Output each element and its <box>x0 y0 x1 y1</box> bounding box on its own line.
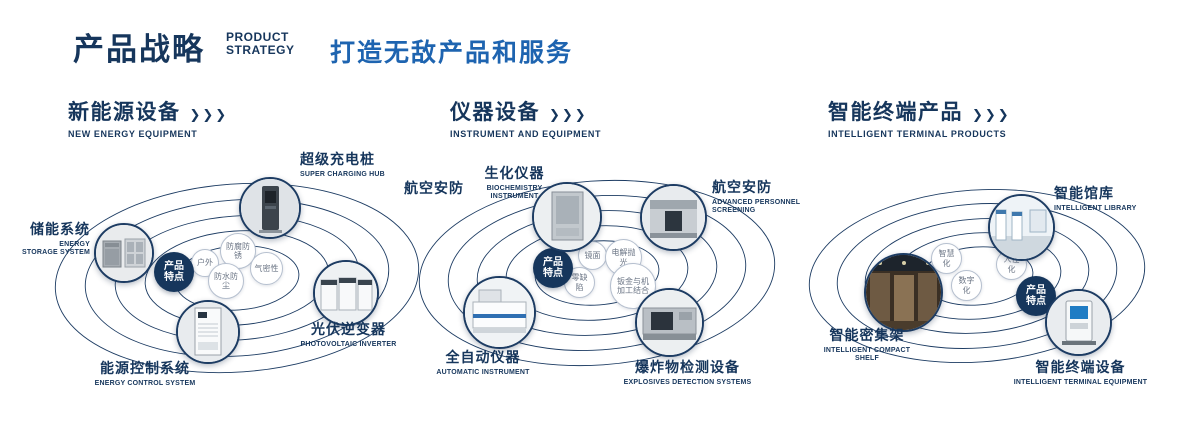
triple-arrow-icon: ❯❯❯ <box>189 107 229 122</box>
section-title: 新能源设备 <box>68 101 181 124</box>
feature-bubble: 防水防尘 <box>208 263 244 299</box>
section-title: 智能终端产品 <box>828 101 963 124</box>
product-label-intelligent-compact-shelf: 智能密集架 INTELLIGENT COMPACT SHELF <box>823 327 911 362</box>
photovoltaic-inverter-image <box>313 260 379 326</box>
product-label-super-charging-hub: 超级充电桩 SUPER CHARGING HUB <box>300 151 385 178</box>
section-subtitle: INTELLIGENT TERMINAL PRODUCTS <box>828 129 1007 139</box>
tagline: 打造无敌产品和服务 <box>330 39 574 67</box>
triple-arrow-icon: ❯❯❯ <box>549 107 588 122</box>
page-title-en-line1: PRODUCT <box>226 30 289 44</box>
product-label-intelligent-terminal-equipment: 智能终端设备 INTELLIGENT TERMINAL EQUIPMENT <box>1013 359 1148 386</box>
section-title: 仪器设备 <box>450 101 540 124</box>
page-title-en: PRODUCT STRATEGY <box>226 31 294 57</box>
product-features-badge: 产品特点 <box>533 248 573 288</box>
intelligent-terminal-equipment-image <box>1045 289 1112 356</box>
page-title: 产品战略 <box>73 32 205 67</box>
product-label-explosives-detection: 爆炸物检测设备 EXPLOSIVES DETECTION SYSTEMS <box>623 359 752 386</box>
aviation-security-side-label: 航空安防 <box>404 180 464 196</box>
section-subtitle: INSTRUMENT AND EQUIPMENT <box>450 129 602 139</box>
product-label-photovoltaic-inverter: 光伏逆变器 PHOTOVOLTAIC INVERTER <box>300 321 397 348</box>
intelligent-library-image <box>988 194 1055 261</box>
section-subtitle: NEW ENERGY EQUIPMENT <box>68 129 198 139</box>
page-title-en-line2: STRATEGY <box>226 43 295 57</box>
personnel-screening-image <box>640 184 707 251</box>
biochemistry-instrument-image <box>532 182 602 252</box>
product-label-personnel-screening: 航空安防 ADVANCED PERSONNEL SCREENING <box>712 179 801 214</box>
section-header-intelligent-terminal: 智能终端产品 ❯❯❯ INTELLIGENT TERMINAL PRODUCTS <box>828 96 1011 139</box>
energy-control-system-image <box>176 300 240 364</box>
product-label-intelligent-library: 智能馆库 INTELLIGENT LIBRARY <box>1054 185 1137 212</box>
feature-bubble: 数字化 <box>951 270 982 301</box>
section-header-new-energy: 新能源设备 ❯❯❯ NEW ENERGY EQUIPMENT <box>68 96 228 139</box>
super-charging-hub-image <box>239 177 301 239</box>
energy-storage-image <box>94 223 154 283</box>
triple-arrow-icon: ❯❯❯ <box>972 107 1011 122</box>
automatic-instrument-image <box>463 276 536 349</box>
explosives-detection-image <box>635 288 704 357</box>
product-features-badge: 产品特点 <box>154 252 194 292</box>
product-features-badge: 产品特点 <box>1016 276 1056 316</box>
intelligent-compact-shelf-image <box>864 253 943 332</box>
section-header-instrument: 仪器设备 ❯❯❯ INSTRUMENT AND EQUIPMENT <box>450 96 601 139</box>
feature-bubble: 气密性 <box>250 252 283 285</box>
product-label-energy-storage: 储能系统 ENERGY STORAGE SYSTEM <box>22 221 91 256</box>
product-label-automatic-instrument: 全自动仪器 AUTOMATIC INSTRUMENT <box>436 349 530 376</box>
product-label-energy-control-system: 能源控制系统 ENERGY CONTROL SYSTEM <box>94 360 196 387</box>
product-label-biochemistry-instrument: 生化仪器 BIOCHEMISTRY INSTRUMENT <box>484 165 545 200</box>
feature-bubble: 智慧化 <box>931 243 962 274</box>
